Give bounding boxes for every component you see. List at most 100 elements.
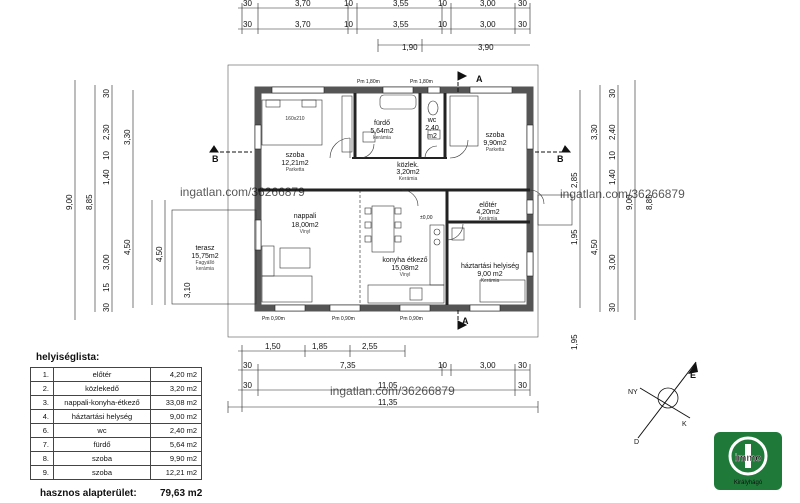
dim-label: 10 xyxy=(608,151,617,160)
bottom-dimensions xyxy=(227,345,539,413)
room-list-name: előtér xyxy=(53,367,151,382)
room-floor: Kerámia xyxy=(479,216,498,222)
room-name: háztartási helyiség xyxy=(461,263,519,270)
room-list-area: 4,20 m2 xyxy=(150,367,202,382)
dim-label: 3,00 xyxy=(480,0,496,8)
room-area: 9,00 m2 xyxy=(477,271,502,278)
watermark-text: ingatlan.com/36266879 xyxy=(180,185,305,199)
dim-label: 30 xyxy=(518,361,527,370)
immo-logo: immo Királyhágó xyxy=(714,432,782,490)
dim-label: 8,85 xyxy=(645,194,654,210)
section-marks xyxy=(209,71,572,330)
section-a-label: A xyxy=(476,74,483,84)
watermarks: ingatlan.com/36266879 ingatlan.com/36266… xyxy=(180,185,685,398)
room-list-n: 1. xyxy=(30,367,54,382)
room-list-n: 7. xyxy=(30,437,54,452)
dim-label: 15 xyxy=(102,283,111,292)
dim-label: 1,40 xyxy=(608,169,617,185)
dim-label: 30 xyxy=(243,381,252,390)
room-name: szoba xyxy=(486,132,505,139)
top-dimension-labels: 30 3,70 10 3,55 10 3,00 30 30 3,70 10 3,… xyxy=(243,0,527,52)
dim-label: 4,50 xyxy=(123,239,132,255)
total-area-label: hasznos alapterület: xyxy=(40,488,137,499)
dim-label: 4,50 xyxy=(590,239,599,255)
logo-brand: immo xyxy=(735,453,762,464)
room-floor: Fagyálló xyxy=(196,260,215,266)
room-list-name: fürdő xyxy=(53,437,151,452)
dim-label: 10 xyxy=(438,0,447,8)
side-dimensions xyxy=(74,80,636,320)
room-floor: Vinyl xyxy=(300,229,311,235)
room-area: 9,90m2 xyxy=(483,140,506,147)
windows xyxy=(254,86,534,312)
dim-label: 3,00 xyxy=(480,361,496,370)
room-floor: Vinyl xyxy=(400,272,411,278)
room-list-name: wc xyxy=(53,423,151,438)
section-labels: A A B B xyxy=(212,74,564,326)
dim-label: 1,90 xyxy=(402,43,418,52)
dim-label: 3,00 xyxy=(102,254,111,270)
room-list-area: 9,90 m2 xyxy=(150,451,202,466)
dim-label: 30 xyxy=(608,89,617,98)
dim-label: 1,50 xyxy=(265,342,281,351)
section-b-label: B xyxy=(212,154,219,164)
room-list-area: 33,08 m2 xyxy=(150,395,202,410)
room-area: 4,20m2 xyxy=(476,209,499,216)
room-list-name: szoba xyxy=(53,465,151,480)
room-name: nappali xyxy=(294,213,317,220)
compass-ny-label: NY xyxy=(628,389,638,396)
total-area-value: 79,63 m2 xyxy=(160,488,203,499)
room-list-n: 9. xyxy=(30,465,54,480)
compass-e-label: É xyxy=(690,370,696,380)
north-arrow-icon xyxy=(688,362,698,374)
dim-label: 9,00 xyxy=(625,194,634,210)
room-unit: m2 xyxy=(427,133,437,140)
dim-label: 3,00 xyxy=(608,254,617,270)
room-name: wc xyxy=(427,117,437,124)
room-name: közlek. xyxy=(397,162,419,169)
dim-label: 30 xyxy=(102,303,111,312)
room-list-name: szoba xyxy=(53,451,151,466)
compass: É NY K D xyxy=(628,361,698,446)
dim-label: 3,70 xyxy=(295,0,311,8)
room-floor: Kerámia xyxy=(481,278,500,284)
plot-boundary xyxy=(227,64,539,338)
dim-label: 3,55 xyxy=(393,0,409,8)
room-list-title: helyiséglista: xyxy=(36,352,100,363)
room-floor: Parketta xyxy=(286,167,305,173)
dim-label: 10 xyxy=(438,20,447,29)
room-floor: kerámia xyxy=(196,266,214,272)
room-area: 15,08m2 xyxy=(391,265,418,272)
dim-label: 30 xyxy=(102,89,111,98)
room-list-area: 2,40 m2 xyxy=(150,423,202,438)
level-label: ±0,00 xyxy=(420,215,433,221)
dim-label: 30 xyxy=(518,0,527,8)
room-list-name: háztartási helység xyxy=(53,409,151,424)
section-a-label: A xyxy=(462,316,469,326)
parapet-label: Pm 0,90m xyxy=(400,316,423,322)
dim-label: 8,85 xyxy=(85,194,94,210)
dim-label: 3,55 xyxy=(393,20,409,29)
compass-k-label: K xyxy=(682,421,687,428)
room-list-name: nappali-konyha-étkező xyxy=(53,395,151,410)
dim-label: 1,85 xyxy=(312,342,328,351)
dim-label: 3,10 xyxy=(183,282,192,298)
dim-label: 30 xyxy=(518,20,527,29)
dim-label: 1,95 xyxy=(570,334,579,350)
dim-label: 3,30 xyxy=(123,129,132,145)
room-area: 2,40 xyxy=(425,125,439,132)
room-floor: kerámia xyxy=(373,135,391,141)
dim-label: 10 xyxy=(438,361,447,370)
dim-label: 30 xyxy=(518,381,527,390)
room-area: 3,20m2 xyxy=(396,169,419,176)
dim-label: 11,35 xyxy=(378,398,398,407)
